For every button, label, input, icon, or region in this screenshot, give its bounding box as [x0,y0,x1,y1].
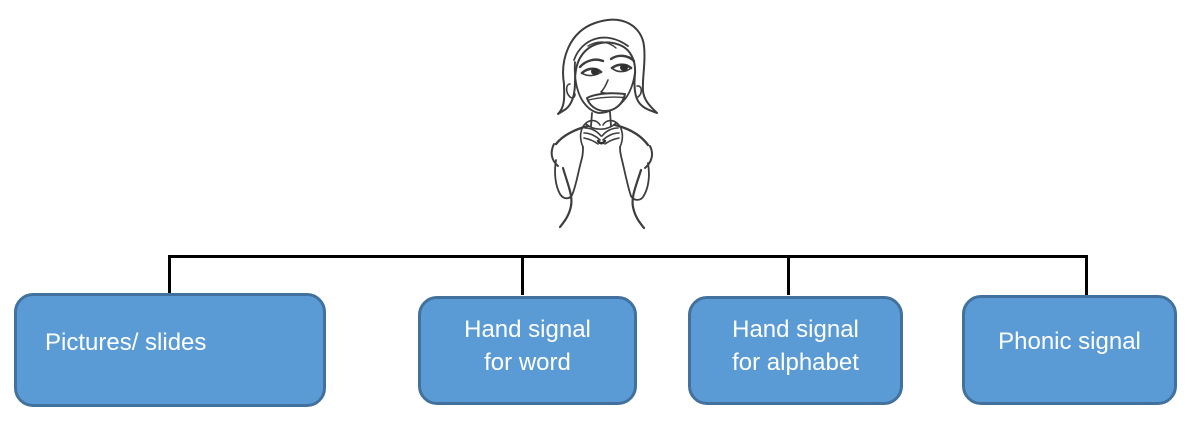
node-hand-signal-word: Hand signal for word [418,296,637,405]
node-phonic-signal: Phonic signal [962,295,1177,405]
neck-and-shirt [550,111,654,230]
woman-signing-illustration [550,18,658,230]
node-hand-signal-alphabet: Hand signal for alphabet [688,296,903,405]
face [565,54,643,114]
arms [554,146,650,201]
connector-drop-hand-signal-alphabet [787,255,790,295]
connector-drop-pictures-slides [168,255,171,295]
node-label: Pictures/ slides [45,328,207,356]
node-label-line2: for word [484,348,571,376]
node-label: Phonic signal [998,327,1141,355]
connector-drop-phonic-signal [1085,255,1088,295]
node-pictures-slides: Pictures/ slides [14,293,326,407]
connector-drop-hand-signal-word [521,255,524,295]
hands-signal [579,119,624,148]
node-label-line1: Hand signal [464,315,591,343]
connector-horizontal-line [168,255,1088,258]
hair [557,18,658,115]
node-label-line2: for alphabet [732,348,859,376]
node-label-line1: Hand signal [732,315,859,343]
